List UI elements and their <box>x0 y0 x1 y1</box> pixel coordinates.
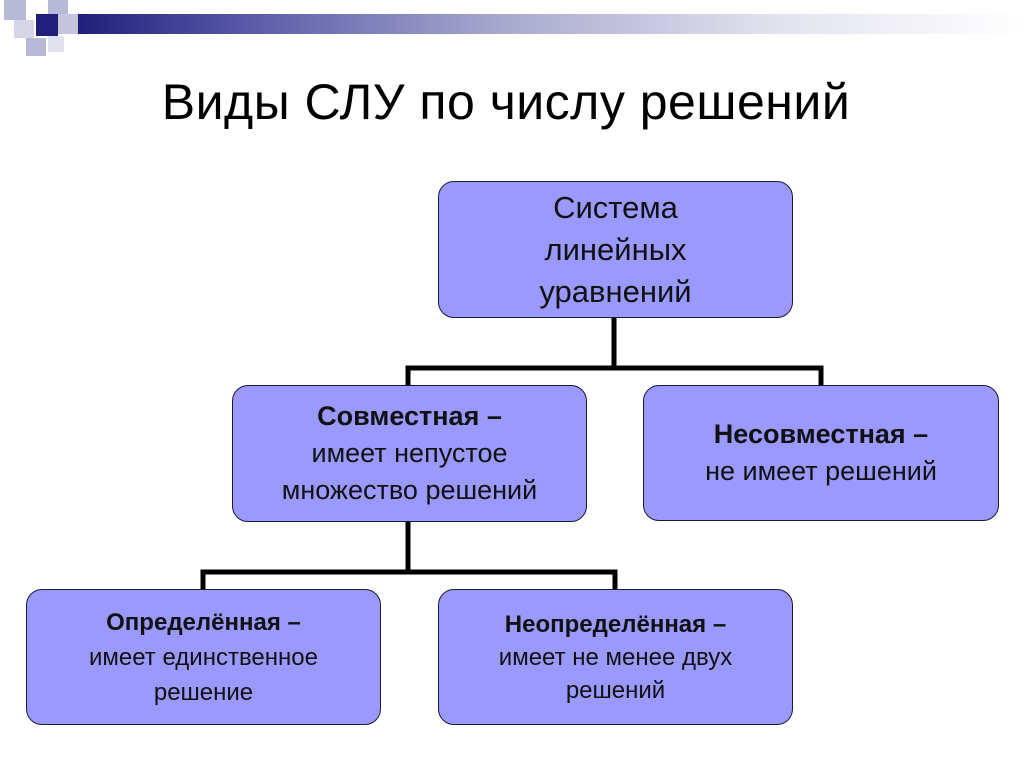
node-heading: Неопределённая – <box>505 608 726 641</box>
node-term: Несовместная <box>713 419 906 449</box>
node-dash: – <box>706 610 727 638</box>
node-heading: Совместная – <box>317 398 502 435</box>
node-text-line: уравнений <box>539 273 692 309</box>
node-dash: – <box>479 401 502 431</box>
slide-title: Виды СЛУ по числу решений <box>161 74 851 130</box>
node-term: Неопределённая <box>504 610 707 638</box>
node-heading: Определённая – <box>106 605 301 640</box>
node-indefinite: Неопределённая – имеет не менее двух реш… <box>438 589 793 725</box>
node-text-line: имеет единственное <box>89 643 318 671</box>
decoration-square <box>14 20 34 38</box>
node-term: Определённая <box>106 608 281 636</box>
node-dash: – <box>280 608 301 636</box>
decoration-square <box>58 14 78 34</box>
node-text-line: решение <box>153 678 254 706</box>
header-gradient-bar <box>78 14 1024 34</box>
node-text-line: не имеет решений <box>705 456 937 486</box>
node-text-line: Система <box>553 189 678 225</box>
node-dash: – <box>905 419 929 449</box>
node-inconsistent: Несовместная – не имеет решений <box>643 385 999 521</box>
node-text-line: множество решений <box>281 475 538 505</box>
node-definite: Определённая – имеет единственное решени… <box>26 589 381 725</box>
node-term: Совместная <box>317 401 480 431</box>
node-text-line: имеет не менее двух <box>498 643 733 671</box>
decoration-square <box>48 36 64 52</box>
node-heading: Несовместная – <box>714 416 928 453</box>
node-consistent: Совместная – имеет непустое множество ре… <box>232 385 587 522</box>
node-text-line: линейных <box>544 231 687 267</box>
decoration-square <box>36 14 58 36</box>
node-linear-system: Система линейных уравнений <box>438 181 793 318</box>
decoration-square <box>26 38 46 56</box>
node-text-line: имеет непустое <box>311 438 508 468</box>
decoration-square <box>4 0 26 20</box>
node-text-line: решений <box>565 676 666 704</box>
